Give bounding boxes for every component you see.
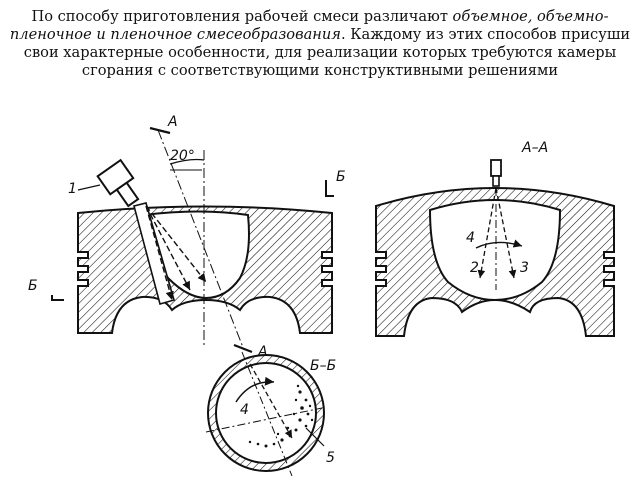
label-view-b-title: Б–Б [310, 358, 336, 374]
section-b-b-view [205, 351, 325, 477]
label-swirl-4-bottom: 4 [240, 402, 249, 418]
caption-italic-terms: объемное, объемно-пленочное и пленочное … [9, 8, 609, 43]
injector-left [96, 158, 140, 208]
label-injector-callout: 1 [68, 181, 77, 197]
left-piston-body [77, 205, 333, 334]
label-callout-5: 5 [326, 450, 335, 466]
label-section-b-left: Б [28, 278, 38, 294]
caption-part1: По способу приготовления рабочей смеси р… [31, 8, 453, 25]
label-jet-3: 3 [520, 260, 529, 276]
right-piston-section [375, 159, 615, 337]
left-piston-section [51, 126, 334, 354]
label-section-a-bottom: А [257, 344, 268, 360]
label-angle: 20° [170, 148, 195, 164]
right-piston-body [375, 187, 615, 337]
caption-part2: . Каждому из этих способов присуши свои … [23, 26, 631, 79]
label-section-a-top: А [167, 114, 178, 130]
label-swirl-4-right: 4 [466, 230, 475, 246]
caption-text: По способу приготовления рабочей смеси р… [6, 8, 634, 80]
injector-channel [133, 202, 175, 305]
label-view-a-title: А–А [521, 140, 548, 156]
label-section-b-right: Б [336, 169, 346, 185]
label-jet-2: 2 [470, 260, 479, 276]
